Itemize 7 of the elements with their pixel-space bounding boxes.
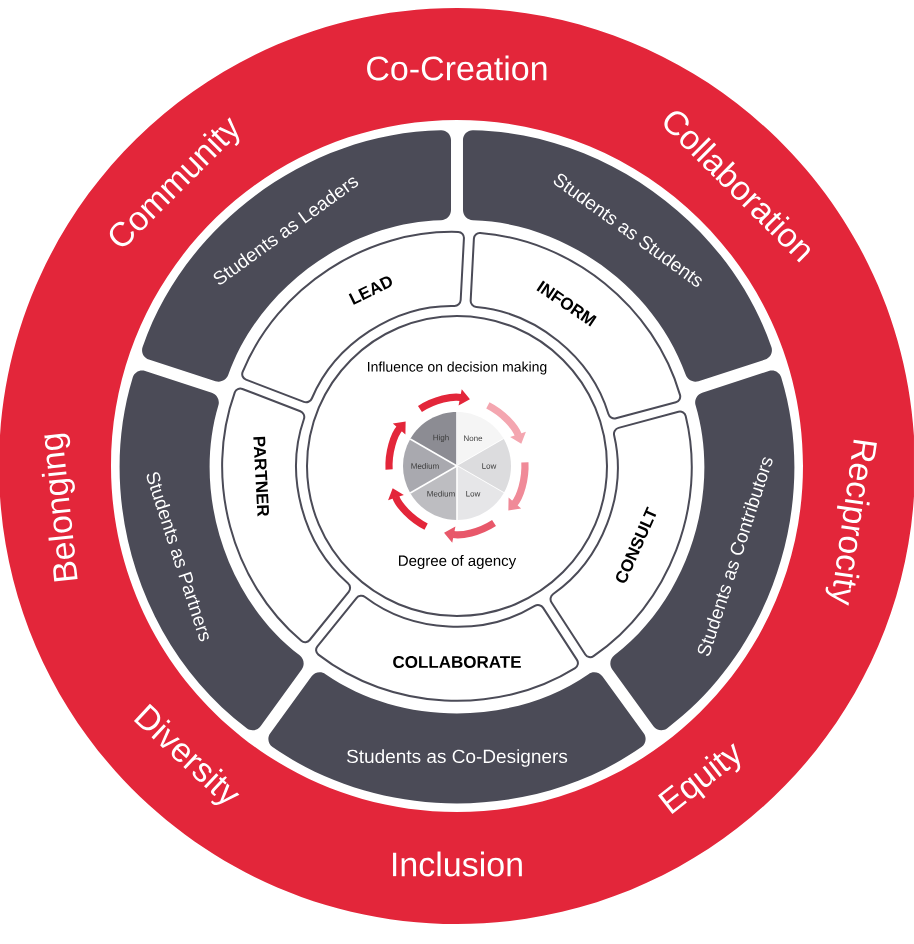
ring-word: Reciprocity: [825, 439, 877, 606]
ring-word: Inclusion: [393, 851, 522, 877]
dark-segment: Students as Co-Designers: [268, 672, 646, 804]
stage-segment: PARTNER: [221, 387, 352, 644]
ring-word: Belonging: [41, 433, 78, 582]
ring-word: Co-Creation: [367, 55, 547, 81]
stage-segment: COLLABORATE: [315, 594, 579, 702]
